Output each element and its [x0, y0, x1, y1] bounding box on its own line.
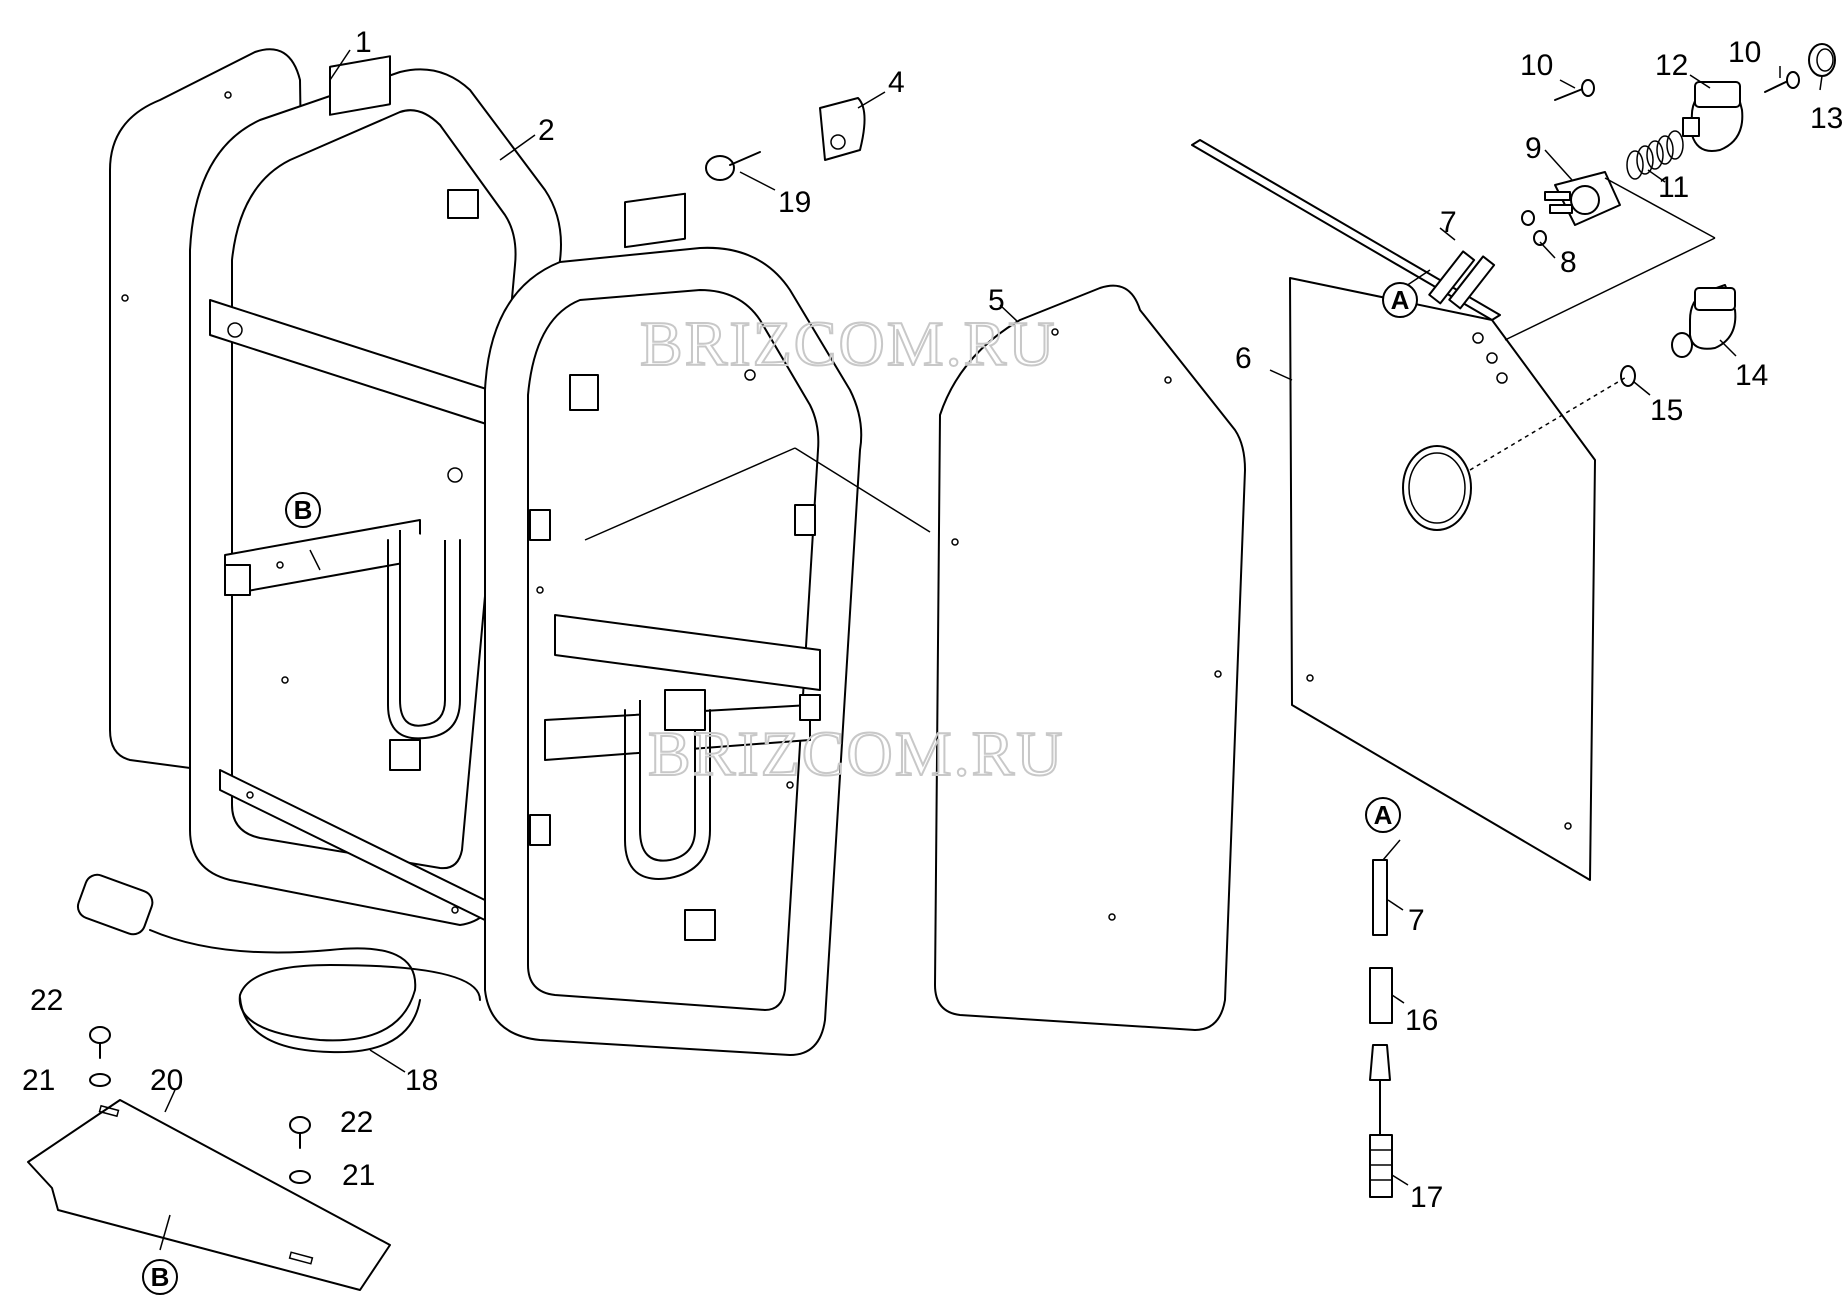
suction-hose-assembly: [1369, 859, 1393, 1198]
leader-lines: [159, 49, 1823, 1251]
svg-text:A: A: [1391, 285, 1410, 315]
knob-lower: [1671, 284, 1737, 358]
label-part-7-top: 7: [1440, 206, 1457, 239]
label-part-22-left: 22: [30, 984, 63, 1017]
bottom-plate: [27, 1099, 391, 1291]
label-part-17: 17: [1410, 1181, 1443, 1214]
svg-text:B: B: [151, 1262, 170, 1292]
screw-washer-left: [89, 1026, 111, 1087]
valve-body: [1544, 171, 1621, 226]
label-part-10-right: 10: [1728, 36, 1761, 69]
label-part-18: 18: [405, 1064, 438, 1097]
screw-upper-right: [1764, 71, 1800, 93]
front-panel: [934, 284, 1246, 1031]
label-part-12: 12: [1655, 49, 1688, 82]
label-part-6: 6: [1235, 342, 1252, 375]
svg-text:A: A: [1374, 800, 1393, 830]
screw-upper-left: [1554, 79, 1595, 101]
label-part-7-bottom: 7: [1408, 904, 1425, 937]
label-part-22-right: 22: [340, 1106, 373, 1139]
label-part-10-left: 10: [1520, 49, 1553, 82]
watermark-middle: BRIZCOM.RU: [648, 718, 1065, 789]
label-part-19: 19: [778, 186, 811, 219]
spring: [1626, 130, 1684, 180]
label-part-14: 14: [1735, 359, 1768, 392]
label-part-8: 8: [1560, 246, 1577, 279]
control-panel: [1191, 139, 1596, 881]
assembly-lines: [584, 177, 1716, 541]
label-part-13: 13: [1810, 102, 1843, 135]
callout-b-plate: B: [142, 1259, 178, 1295]
svg-text:B: B: [294, 495, 313, 525]
callout-b-frame: B: [285, 492, 321, 528]
label-part-11: 11: [1658, 171, 1689, 204]
callout-a-top: A: [1382, 282, 1418, 318]
label-part-20: 20: [150, 1064, 183, 1097]
label-part-15: 15: [1650, 394, 1683, 427]
tube-pair: [1428, 250, 1496, 310]
connector: [705, 151, 761, 181]
clip: [819, 97, 866, 161]
label-part-2: 2: [538, 114, 555, 147]
knob-upper: [1682, 81, 1744, 152]
label-part-5: 5: [988, 284, 1005, 317]
label-part-21-left: 21: [22, 1064, 55, 1097]
label-part-1: 1: [355, 26, 372, 59]
screw-washer-right: [289, 1116, 311, 1184]
rear-frame: [189, 55, 562, 926]
watermark-top: BRIZCOM.RU: [640, 308, 1057, 379]
cap: [1808, 43, 1836, 77]
label-part-4: 4: [888, 66, 905, 99]
label-part-9: 9: [1525, 132, 1542, 165]
label-part-16: 16: [1405, 1004, 1438, 1037]
power-cord: [76, 873, 481, 1054]
o-rings: [1521, 210, 1547, 246]
callout-a-bottom: A: [1365, 797, 1401, 833]
label-part-21-right: 21: [342, 1159, 375, 1192]
o-ring-15: [1620, 365, 1636, 387]
